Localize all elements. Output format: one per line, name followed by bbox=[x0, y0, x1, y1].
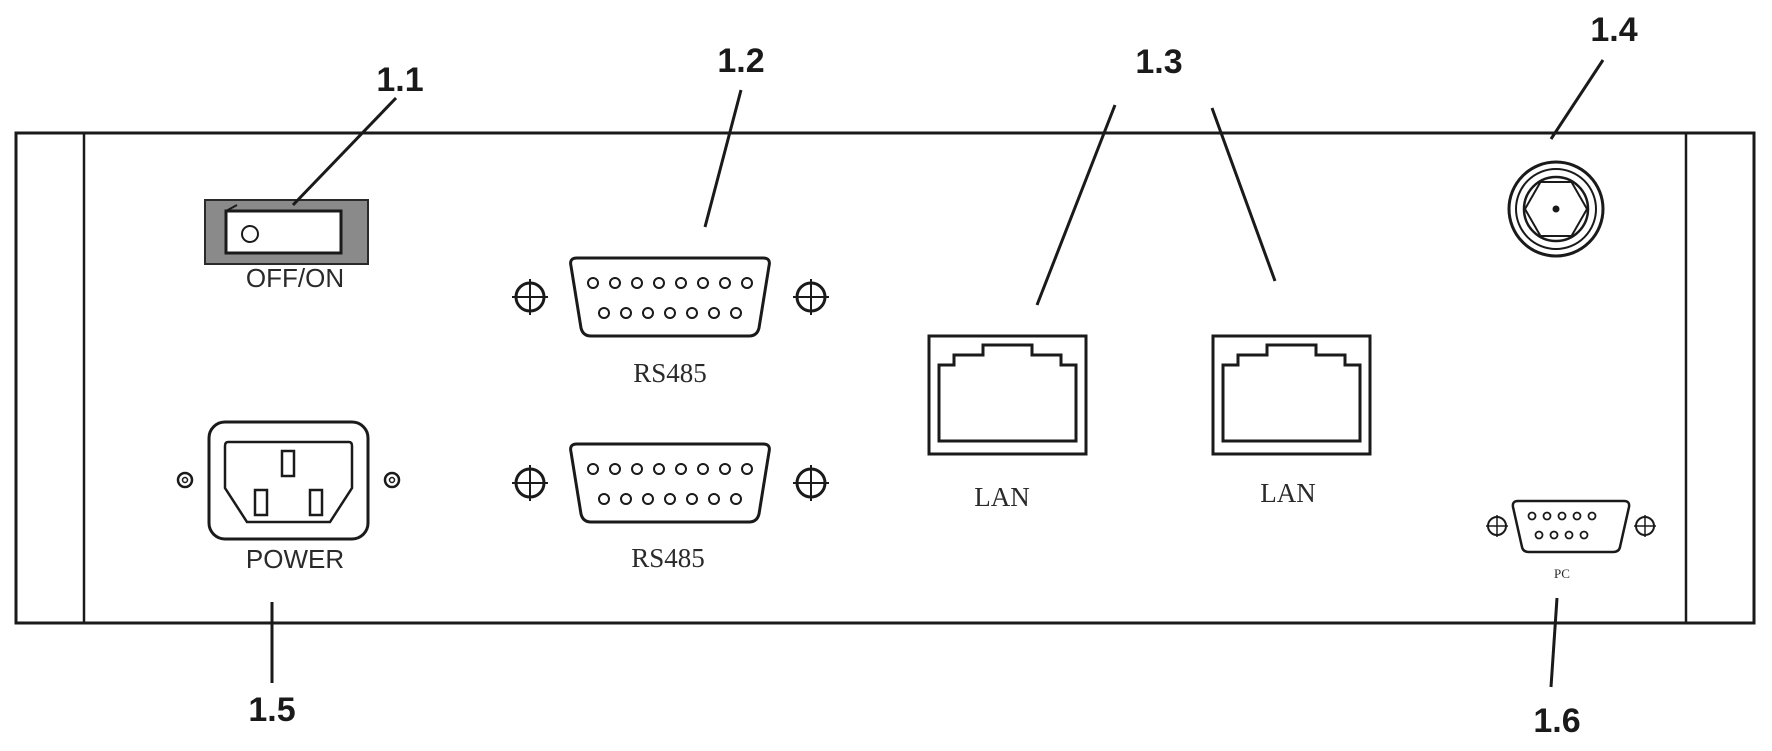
pin-icon bbox=[620, 493, 632, 505]
pin-icon bbox=[719, 463, 731, 475]
pin-icon bbox=[1564, 530, 1574, 540]
callout-1-5: 1.5 bbox=[248, 691, 295, 729]
pin-icon bbox=[631, 277, 643, 289]
pin-icon bbox=[1527, 511, 1537, 521]
pin-icon bbox=[1542, 511, 1552, 521]
iec-power-inlet-icon bbox=[176, 420, 401, 541]
pin-icon bbox=[653, 277, 665, 289]
pin-icon bbox=[675, 277, 687, 289]
antenna-connector-icon bbox=[1507, 160, 1605, 258]
pin-icon bbox=[730, 493, 742, 505]
pin-icon bbox=[1579, 530, 1589, 540]
pin-icon bbox=[664, 307, 676, 319]
pin-icon bbox=[609, 277, 621, 289]
pin-icon bbox=[708, 307, 720, 319]
db15-connector-icon bbox=[512, 442, 829, 524]
small-port-label: PC bbox=[1554, 566, 1570, 581]
pin-icon bbox=[642, 493, 654, 505]
pin-icon bbox=[664, 493, 676, 505]
power-switch-icon bbox=[204, 199, 369, 265]
pin-icon bbox=[730, 307, 742, 319]
pin-icon bbox=[741, 277, 753, 289]
callout-1-4: 1.4 bbox=[1590, 11, 1637, 49]
pin-icon bbox=[1557, 511, 1567, 521]
pin-icon bbox=[620, 307, 632, 319]
leader-1-4 bbox=[1549, 59, 1605, 140]
lan-right-label: LAN bbox=[1260, 478, 1316, 508]
callout-1-3: 1.3 bbox=[1135, 43, 1182, 81]
pin-icon bbox=[598, 307, 610, 319]
pin-icon bbox=[587, 277, 599, 289]
rj45-port-icon bbox=[927, 334, 1088, 456]
pin-icon bbox=[1587, 511, 1597, 521]
power-label: POWER bbox=[246, 544, 344, 574]
rj45-port-icon bbox=[1211, 334, 1372, 456]
leader-1-6 bbox=[1549, 597, 1559, 688]
callout-1-1: 1.1 bbox=[376, 61, 423, 99]
pin-icon bbox=[697, 277, 709, 289]
rs485-bottom-label: RS485 bbox=[631, 543, 705, 573]
pin-icon bbox=[697, 463, 709, 475]
pin-icon bbox=[675, 463, 687, 475]
pin-icon bbox=[598, 493, 610, 505]
db15-connector-icon bbox=[512, 256, 829, 338]
pin-icon bbox=[1572, 511, 1582, 521]
leader-1-2 bbox=[703, 89, 743, 228]
lan-left-label: LAN bbox=[974, 482, 1030, 512]
pin-icon bbox=[653, 463, 665, 475]
callout-1-2: 1.2 bbox=[717, 42, 764, 80]
pin-icon bbox=[1534, 530, 1544, 540]
pin-icon bbox=[686, 307, 698, 319]
pin-icon bbox=[631, 463, 643, 475]
panel-body bbox=[14, 131, 1756, 625]
pin-icon bbox=[686, 493, 698, 505]
rs485-top-label: RS485 bbox=[633, 358, 707, 388]
pin-icon bbox=[609, 463, 621, 475]
leader-1-3-left bbox=[1035, 104, 1117, 306]
pin-icon bbox=[1549, 530, 1559, 540]
pin-icon bbox=[719, 277, 731, 289]
db9-connector-icon bbox=[1486, 499, 1656, 554]
pin-icon bbox=[587, 463, 599, 475]
callout-1-6: 1.6 bbox=[1533, 702, 1580, 740]
pin-icon bbox=[708, 493, 720, 505]
leader-lines bbox=[270, 59, 1605, 688]
leader-1-1 bbox=[291, 96, 398, 207]
pin-icon bbox=[741, 463, 753, 475]
switch-label: OFF/ON bbox=[246, 263, 344, 293]
pin-icon bbox=[642, 307, 654, 319]
leader-1-3-right bbox=[1210, 107, 1277, 282]
